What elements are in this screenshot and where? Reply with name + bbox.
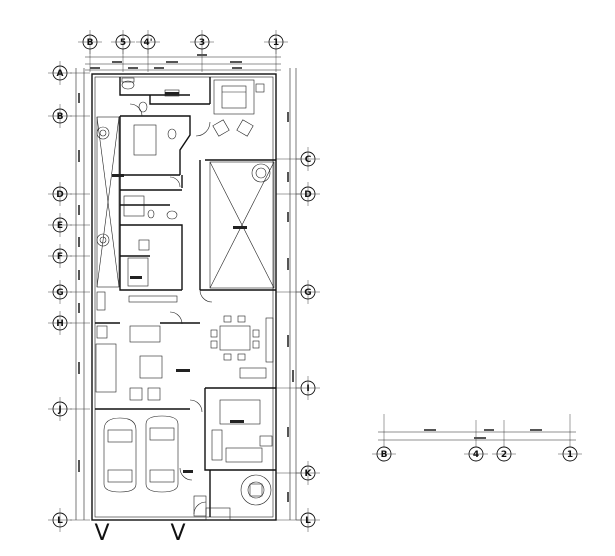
detail-axis-label: B — [381, 450, 388, 460]
left-axis-bubble: J — [48, 397, 72, 421]
garage-cars — [103, 415, 179, 493]
right-axis-label: K — [305, 469, 313, 479]
central-void — [209, 161, 275, 289]
right-axis-label: G — [304, 288, 311, 298]
top-axis-label: 5 — [120, 38, 126, 48]
left-axis-label: J — [57, 405, 61, 415]
top-axis-label: 3 — [199, 38, 205, 48]
right-axis-bubble: C — [296, 147, 320, 171]
detail-axis-bubble: B — [372, 446, 396, 462]
detail-axis-bubble: 4 — [464, 446, 488, 462]
left-axis-label: L — [57, 516, 63, 526]
right-axis-bubble: D — [296, 182, 320, 206]
left-axis-bubble: B — [48, 104, 72, 128]
elevation-detail: B 4 2 1 — [372, 414, 582, 462]
right-axis-bubble: I — [296, 376, 320, 400]
room-label-markers — [112, 92, 247, 473]
right-axis-bubble: L — [296, 508, 320, 532]
detail-axis-bubble: 2 — [492, 446, 516, 462]
detail-axis-label: 2 — [501, 450, 507, 460]
top-axis-bubble: 4' — [136, 30, 160, 54]
door-swings — [129, 103, 213, 515]
left-axis-bubbles: A B D E F G H J L — [48, 61, 72, 532]
left-axis-bubble: F — [48, 244, 72, 268]
top-axis-label: 4' — [143, 38, 152, 48]
detail-axis-bubble: 1 — [558, 446, 582, 462]
master-bedroom — [212, 79, 265, 137]
top-axis-bubble: 1 — [264, 30, 288, 54]
patio — [193, 474, 272, 521]
v-mark-left: V — [94, 521, 109, 546]
dimension-ticks — [78, 54, 294, 502]
left-axis-label: B — [57, 112, 64, 122]
top-axis-bubble: 3 — [190, 30, 214, 54]
left-dimension-lines — [70, 68, 90, 521]
vertical-marks: V V — [94, 521, 185, 546]
left-axis-bubble: E — [48, 213, 72, 237]
kitchen — [211, 399, 273, 463]
study-room — [96, 239, 178, 311]
left-axis-label: F — [57, 252, 63, 262]
right-axis-bubble: G — [296, 280, 320, 304]
living-room — [95, 325, 163, 401]
v-mark-right: V — [170, 521, 185, 546]
dining-room — [210, 315, 274, 379]
right-axis-label: C — [305, 155, 312, 165]
left-axis-bubble: G — [48, 280, 72, 304]
left-axis-bubble: D — [48, 182, 72, 206]
left-axis-bubble: H — [48, 311, 72, 335]
top-axis-bubble: B — [78, 30, 102, 54]
left-axis-label: D — [56, 190, 63, 200]
left-axis-bubble: A — [48, 61, 72, 85]
top-axis-bubbles: B 5 4' 3 1 — [78, 30, 288, 54]
top-axis-bubble: 5 — [111, 30, 135, 54]
right-axis-bubble: K — [296, 461, 320, 485]
right-axis-label: L — [305, 516, 311, 526]
top-axis-label: B — [87, 38, 94, 48]
top-axis-label: 1 — [273, 38, 279, 48]
bathroom-fixtures — [121, 77, 180, 220]
left-axis-label: A — [57, 69, 64, 79]
right-axis-label: I — [306, 384, 309, 394]
detail-axis-label: 4 — [473, 450, 479, 460]
left-axis-label: G — [56, 288, 63, 298]
exterior-walls — [91, 73, 277, 521]
left-axis-label: E — [57, 221, 63, 231]
right-axis-label: D — [304, 190, 311, 200]
interior-walls — [95, 77, 276, 517]
left-courtyard — [96, 116, 120, 288]
left-axis-bubble: L — [48, 508, 72, 532]
left-axis-label: H — [56, 319, 64, 329]
detail-axis-label: 1 — [567, 450, 573, 460]
right-axis-bubbles: C D G I K L — [296, 147, 320, 532]
